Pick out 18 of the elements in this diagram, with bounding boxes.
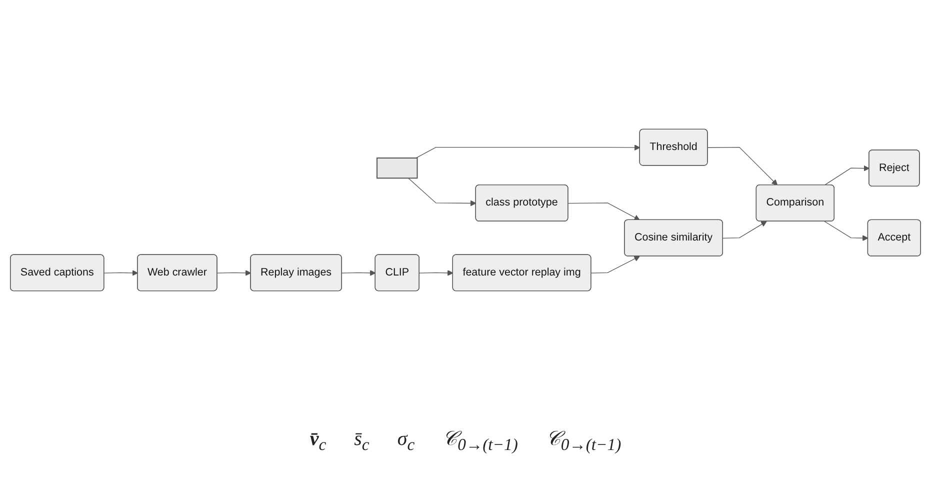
arrow xyxy=(824,165,870,186)
math-label: 𝒞$_{0→(t−1)}$ xyxy=(442,428,518,455)
arrow xyxy=(408,178,476,206)
math-label: σ$_{c}$ xyxy=(397,428,415,455)
arrow xyxy=(824,221,868,242)
arrow xyxy=(568,202,640,220)
math-label: 𝒞$_{0→(t−1)}$ xyxy=(546,428,622,455)
arrow xyxy=(722,221,767,238)
arrow xyxy=(707,146,778,186)
node-box xyxy=(376,158,418,179)
arrow xyxy=(590,256,640,274)
arrow xyxy=(416,144,640,158)
arrow xyxy=(104,270,138,276)
arrow xyxy=(419,270,454,276)
math-label: v̄$_{c}$ xyxy=(310,428,326,455)
math-label: s̄$_{c}$ xyxy=(354,428,370,455)
arrow xyxy=(216,270,252,276)
arrow xyxy=(342,270,376,276)
